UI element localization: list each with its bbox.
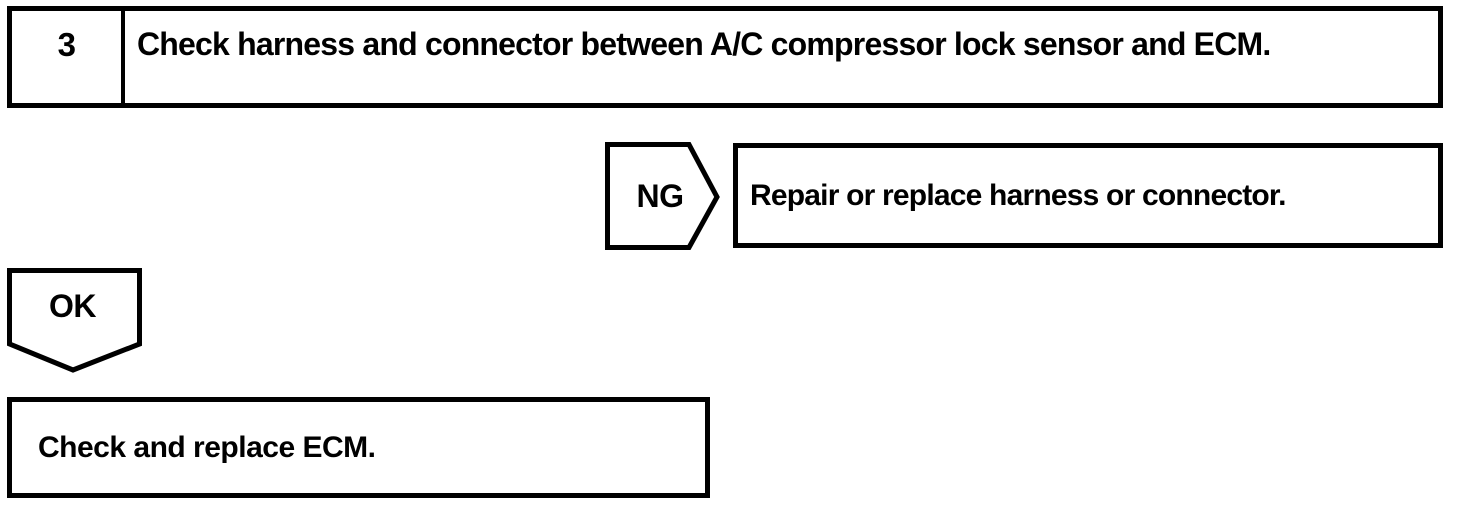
ng-action-box: Repair or replace harness or connector.: [733, 143, 1443, 248]
ok-connector: OK: [7, 268, 142, 373]
ng-label: NG: [636, 177, 685, 214]
ok-action-box: Check and replace ECM.: [7, 397, 710, 498]
step-box: 3 Check harness and connector between A/…: [7, 6, 1443, 108]
ng-pentagon-right-arrow-shape: [605, 142, 720, 250]
ok-label: OK: [49, 288, 97, 324]
step-number: 3: [12, 11, 125, 103]
step-instruction: Check harness and connector between A/C …: [137, 26, 1271, 62]
ok-pentagon-down-arrow-shape: [7, 268, 142, 373]
ng-connector: NG: [605, 142, 720, 250]
